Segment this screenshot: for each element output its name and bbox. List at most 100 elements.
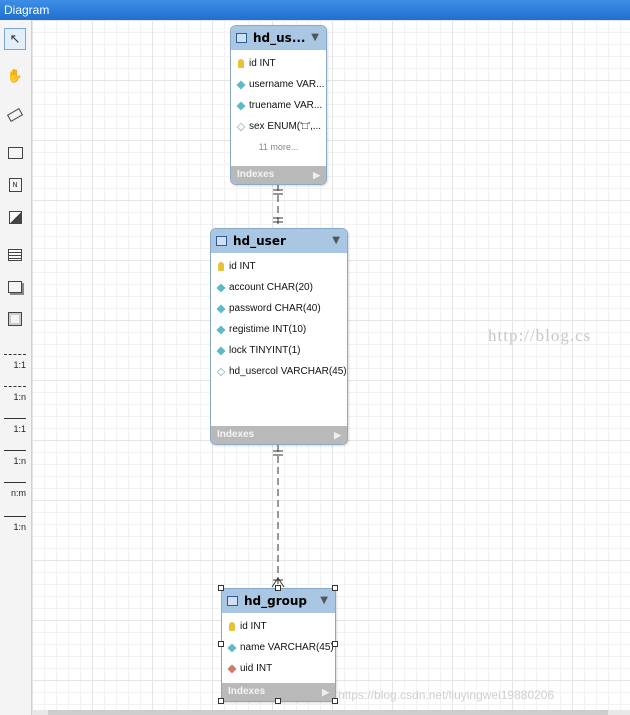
more-columns-link[interactable]: 11 more... xyxy=(258,142,299,152)
column-text: account CHAR(20) xyxy=(229,282,313,293)
crowfoot-both-icon xyxy=(4,482,26,483)
selection-handle-bottom[interactable] xyxy=(275,698,281,704)
crowfoot-solid-icon xyxy=(4,450,26,451)
not-null-column-icon xyxy=(216,303,226,314)
column-row[interactable]: lock TINYINT(1) xyxy=(211,340,347,361)
column-text: id INT xyxy=(240,621,267,632)
horizontal-scrollbar[interactable] xyxy=(32,710,630,715)
indexes-bar[interactable]: Indexes ▶ xyxy=(211,426,347,444)
layer-icon xyxy=(7,147,23,159)
not-null-column-icon xyxy=(236,100,246,111)
column-text: password CHAR(40) xyxy=(229,303,321,314)
nullable-column-icon xyxy=(216,367,226,376)
primary-key-icon xyxy=(238,59,244,68)
note-tool[interactable]: N xyxy=(4,174,26,196)
scrollbar-thumb[interactable] xyxy=(48,710,608,715)
primary-key-icon xyxy=(229,622,235,631)
indexes-label: Indexes xyxy=(228,686,266,697)
relationship-user-to-group[interactable] xyxy=(271,445,285,588)
relationship-tool-label: 1:n xyxy=(13,456,26,466)
entity-hd-group[interactable]: hd_group ▼ id INT name VARCHAR(45) uid I… xyxy=(221,588,336,702)
hand-icon: ✋ xyxy=(6,68,24,84)
column-row[interactable]: registime INT(10) xyxy=(211,319,347,340)
column-row[interactable]: account CHAR(20) xyxy=(211,277,347,298)
entity-header[interactable]: hd_user ▼ xyxy=(211,229,347,253)
entity-table-top[interactable]: hd_us... ▼ id INT username VAR... truena… xyxy=(230,25,327,185)
relationship-tool-label: 1:n xyxy=(13,522,26,532)
column-text: uid INT xyxy=(240,663,273,674)
column-row[interactable]: id INT xyxy=(222,616,335,637)
relationship-1-n-non-identifying-tool[interactable]: 1:n xyxy=(2,380,28,406)
column-text: username VAR... xyxy=(249,79,325,90)
column-text: id INT xyxy=(249,58,276,69)
selection-handle-top-left[interactable] xyxy=(218,585,224,591)
column-row[interactable]: id INT xyxy=(211,256,347,277)
entity-header[interactable]: hd_us... ▼ xyxy=(231,26,326,50)
not-null-column-icon xyxy=(216,282,226,293)
collapse-arrow-icon[interactable]: ▼ xyxy=(332,235,340,246)
relationship-1-n-identifying-tool[interactable]: 1:n xyxy=(2,444,28,470)
selection-handle-bottom-right[interactable] xyxy=(332,698,338,704)
column-row[interactable]: hd_usercol VARCHAR(45) xyxy=(211,361,347,382)
not-null-column-icon xyxy=(216,324,226,335)
table-tool[interactable] xyxy=(4,244,26,266)
relationship-tool-label: 1:n xyxy=(13,392,26,402)
image-tool[interactable] xyxy=(4,206,26,228)
pointer-tool[interactable]: ↖ xyxy=(4,28,26,50)
entity-header[interactable]: hd_group ▼ xyxy=(222,589,335,613)
column-row[interactable]: username VAR... xyxy=(231,74,326,95)
relationship-tool-label: 1:1 xyxy=(13,360,26,370)
indexes-bar[interactable]: Indexes ▶ xyxy=(231,166,326,184)
view-icon xyxy=(8,281,22,293)
indexes-label: Indexes xyxy=(217,429,255,440)
diagram-toolbar: ↖ ✋ N 1:1 1:n 1:1 1:n n:m 1:n xyxy=(0,20,32,715)
column-text: registime INT(10) xyxy=(229,324,307,335)
entity-name: hd_group xyxy=(244,594,308,608)
table-icon xyxy=(8,249,22,261)
primary-key-icon xyxy=(218,262,224,271)
column-row[interactable]: uid INT xyxy=(222,658,335,679)
not-null-column-icon xyxy=(227,642,237,653)
column-row[interactable]: password CHAR(40) xyxy=(211,298,347,319)
entity-name: hd_us... xyxy=(253,31,306,45)
entity-name: hd_user xyxy=(233,234,286,248)
window-title-bar: Diagram xyxy=(0,0,630,20)
column-row[interactable]: truename VAR... xyxy=(231,95,326,116)
indexes-label: Indexes xyxy=(237,169,275,180)
relationship-top-to-user[interactable] xyxy=(273,184,283,229)
note-icon: N xyxy=(8,178,22,192)
selection-handle-top[interactable] xyxy=(275,585,281,591)
pick-columns-icon xyxy=(4,516,26,517)
column-text: id INT xyxy=(229,261,256,272)
column-text: name VARCHAR(45) xyxy=(240,642,334,653)
indexes-bar[interactable]: Indexes ▶ xyxy=(222,683,335,701)
collapse-arrow-icon[interactable]: ▼ xyxy=(311,32,319,43)
routine-group-tool[interactable] xyxy=(4,308,26,330)
crowfoot-dashed-icon xyxy=(4,386,26,387)
column-row[interactable]: sex ENUM('□',... xyxy=(231,116,326,137)
image-icon xyxy=(8,210,22,224)
selection-handle-bottom-left[interactable] xyxy=(218,698,224,704)
view-tool[interactable] xyxy=(4,276,26,298)
relationship-tool-label: 1:1 xyxy=(13,424,26,434)
column-row[interactable]: id INT xyxy=(231,53,326,74)
column-text: hd_usercol VARCHAR(45) xyxy=(229,366,347,377)
relationship-1-n-existing-columns-tool[interactable]: 1:n xyxy=(2,510,28,536)
column-row[interactable]: name VARCHAR(45) xyxy=(222,637,335,658)
selection-handle-right[interactable] xyxy=(332,641,338,647)
relationship-1-1-identifying-tool[interactable]: 1:1 xyxy=(2,412,28,438)
hand-tool[interactable]: ✋ xyxy=(4,65,26,87)
selection-handle-left[interactable] xyxy=(218,641,224,647)
layer-tool[interactable] xyxy=(4,142,26,164)
relationship-1-1-non-identifying-tool[interactable]: 1:1 xyxy=(2,348,28,374)
column-text: truename VAR... xyxy=(249,100,323,111)
collapse-arrow-icon[interactable]: ▼ xyxy=(320,595,328,606)
nullable-column-icon xyxy=(236,122,246,131)
pointer-icon: ↖ xyxy=(9,31,21,47)
selection-handle-top-right[interactable] xyxy=(332,585,338,591)
relationship-n-m-tool[interactable]: n:m xyxy=(2,476,28,502)
entity-hd-user[interactable]: hd_user ▼ id INT account CHAR(20) passwo… xyxy=(210,228,348,445)
watermark-bottom: https://blog.csdn.net/liuyingwei19880206 xyxy=(338,688,555,702)
column-text: lock TINYINT(1) xyxy=(229,345,301,356)
